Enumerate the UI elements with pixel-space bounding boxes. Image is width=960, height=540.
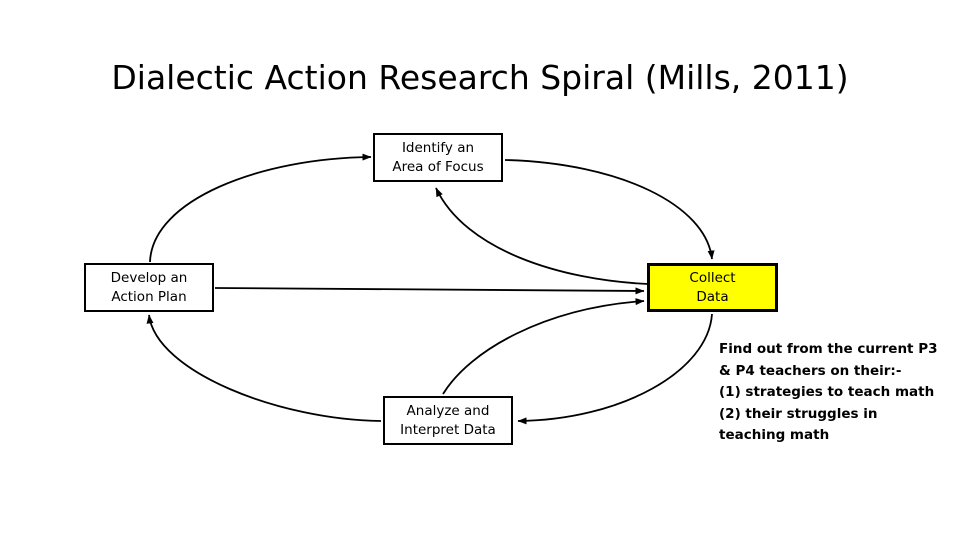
edge-analyze-to-develop <box>146 314 382 422</box>
annotation-line: teaching math <box>719 427 830 443</box>
annotation-line: (2) their struggles in <box>719 405 878 422</box>
edge-collect-to-analyze <box>517 313 713 425</box>
page-title: Dialectic Action Research Spiral (Mills,… <box>111 58 849 97</box>
node-develop-action-plan[interactable]: Develop an Action Plan <box>84 263 214 312</box>
node-collect-data[interactable]: Collect Data <box>647 263 778 312</box>
annotation-line: (1) strategies to teach math <box>719 384 935 400</box>
node-label-line: Data <box>696 288 729 305</box>
node-label-line: Interpret Data <box>400 421 496 438</box>
edge-develop-to-collect <box>214 287 645 295</box>
annotation-line: Find out from the current P3 <box>719 341 938 357</box>
node-label-line: Area of Focus <box>392 158 484 175</box>
edge-analyze-to-collect <box>442 298 645 395</box>
collect-data-note: Find out from the current P3 & P4 teache… <box>719 339 954 447</box>
edge-collect-to-identify <box>435 187 649 285</box>
node-label-line: Action Plan <box>111 288 187 305</box>
node-label-line: Develop an <box>110 269 188 286</box>
edge-develop-to-identify <box>149 153 372 263</box>
node-identify-area-of-focus[interactable]: Identify an Area of Focus <box>373 133 503 182</box>
node-label-line: Analyze and <box>406 402 490 419</box>
annotation-line: & P4 teachers on their:- <box>719 362 902 379</box>
node-analyze-interpret-data[interactable]: Analyze and Interpret Data <box>383 396 513 445</box>
node-label-line: Collect <box>689 269 736 286</box>
node-label-line: Identify an <box>401 139 475 156</box>
edge-identify-to-collect <box>504 159 715 260</box>
